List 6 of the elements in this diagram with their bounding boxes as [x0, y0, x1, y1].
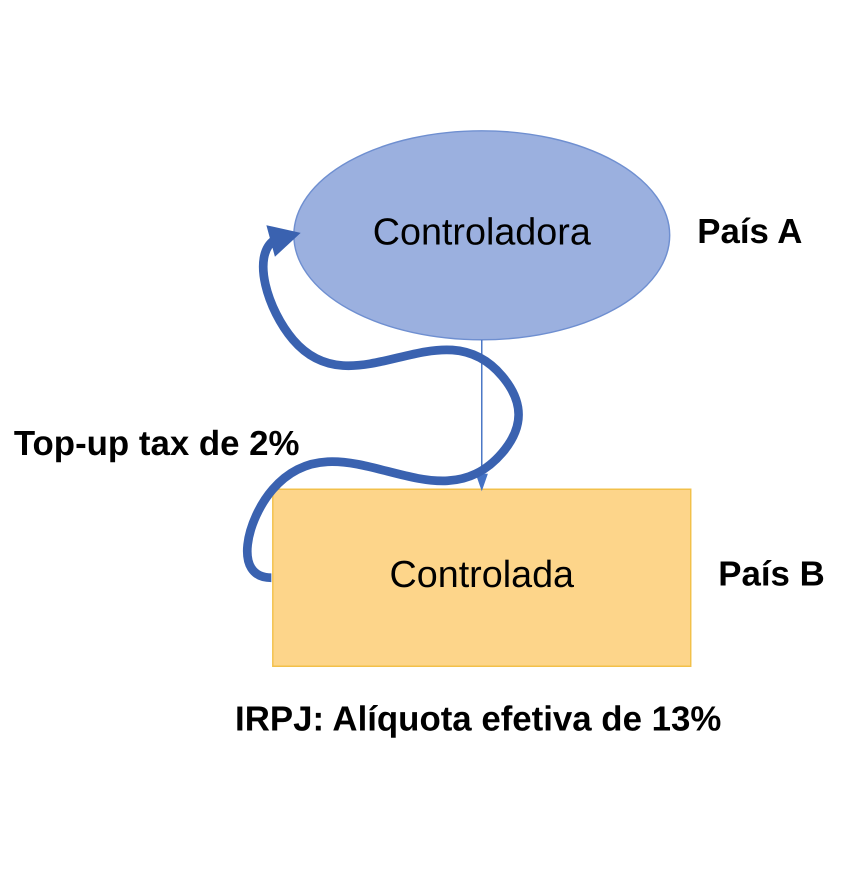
node-label: País B	[718, 554, 825, 594]
node-box: Controlada	[272, 488, 692, 667]
node-label: IRPJ: Alíquota efetiva de 13%	[235, 699, 722, 738]
node-ellipse: Controladora	[293, 130, 670, 340]
node-label: País A	[697, 212, 802, 251]
edge-label: Top-up tax de 2%	[14, 424, 300, 464]
